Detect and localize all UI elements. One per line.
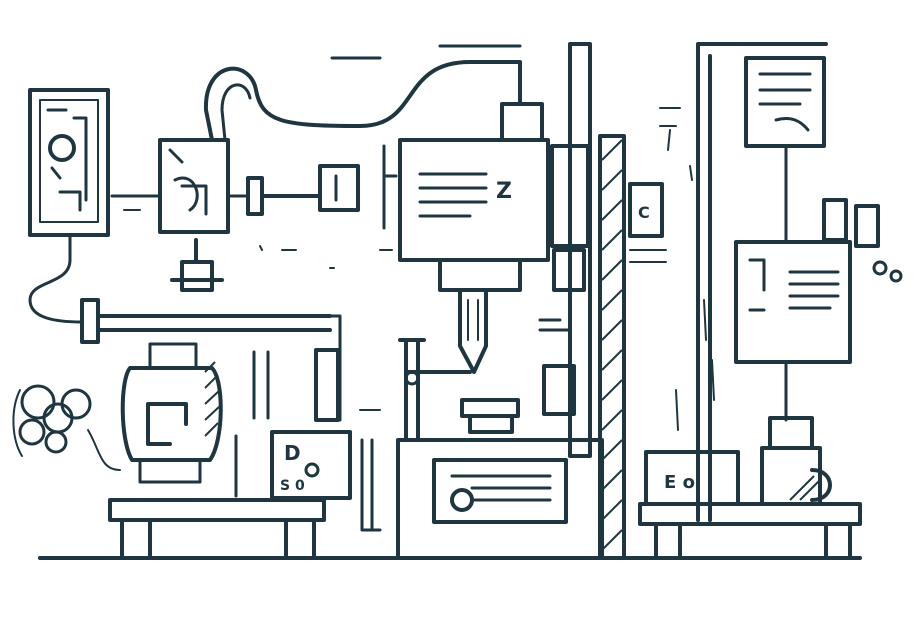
- left-pipe: [80, 298, 342, 422]
- left-gauge-label: D: [284, 441, 301, 465]
- gas-bubbles: [12, 384, 121, 471]
- mid-cylinders: [314, 348, 382, 532]
- central-column: [538, 42, 626, 560]
- left-control-panel: [28, 88, 110, 324]
- column-indicator: C: [628, 182, 667, 263]
- left-gauge: D S 0: [234, 350, 352, 500]
- right-frame: [696, 42, 903, 522]
- press-base: [396, 338, 604, 560]
- left-vessel: [120, 238, 224, 484]
- left-gauge-sub-label: S 0: [280, 478, 305, 494]
- main-panel-label: Z: [496, 179, 512, 204]
- central-press: Z: [382, 102, 550, 434]
- left-table: [108, 498, 326, 560]
- right-bench: E o: [638, 416, 862, 560]
- base-box-label: E o: [664, 472, 695, 493]
- right-panel-label: C: [638, 203, 650, 222]
- pump-unit: [110, 138, 360, 234]
- top-tubing: [203, 44, 522, 142]
- sketch-marks: [123, 107, 715, 431]
